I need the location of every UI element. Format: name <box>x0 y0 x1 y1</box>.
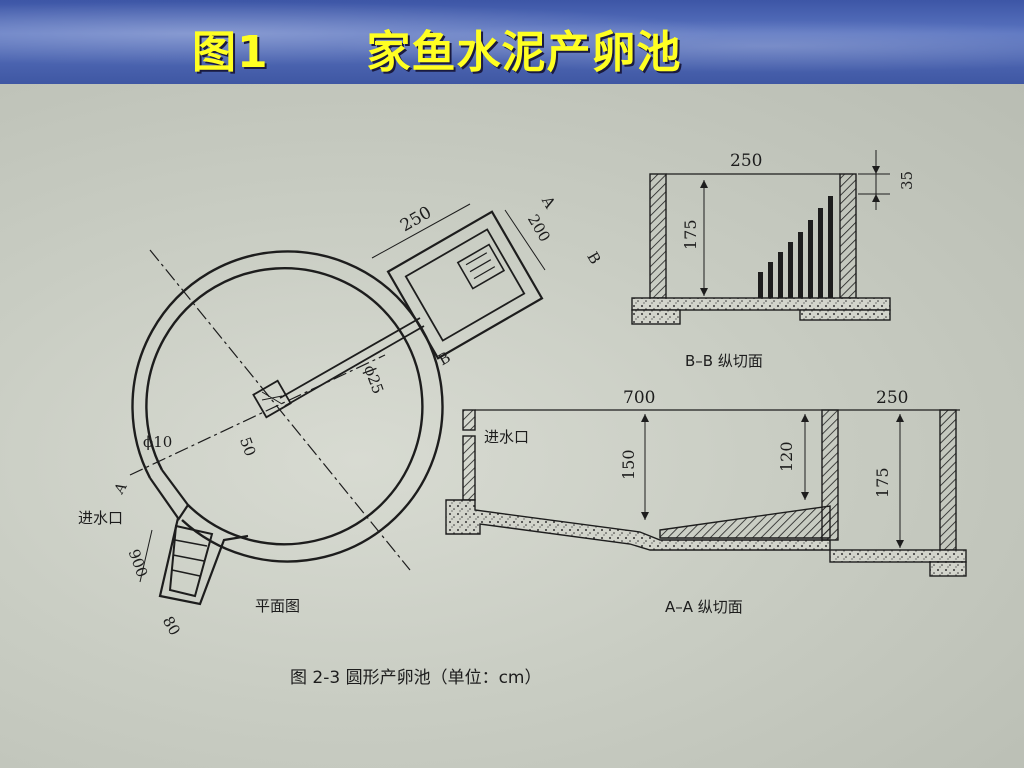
bb-dim-250: 250 <box>730 151 762 171</box>
slide-header: 图1 家鱼水泥产卵池 <box>0 0 1024 84</box>
plan-dim-80: 80 <box>159 613 184 639</box>
bb-dim-175: 175 <box>681 219 700 250</box>
aa-dim-700: 700 <box>623 388 655 408</box>
aa-dim-175: 175 <box>873 467 892 498</box>
bb-dim-35: 35 <box>898 171 916 190</box>
plan-section-a-top: A <box>538 192 560 211</box>
figure-caption: 图 2-3 圆形产卵池（单位：cm） <box>290 668 541 688</box>
plan-caption: 平面图 <box>255 597 300 615</box>
plan-dim-250: 250 <box>397 203 435 237</box>
slide-title: 图1 家鱼水泥产卵池 <box>192 27 682 78</box>
plan-inlet-label: 进水口 <box>78 509 123 527</box>
plan-section-b-top: B <box>583 249 604 268</box>
aa-dim-150: 150 <box>619 449 638 480</box>
plan-dim-d10: ϕ10 <box>143 433 172 451</box>
plan-dim-200: 200 <box>524 211 554 245</box>
section-bb-view: 250 175 35 B–B 纵切面 <box>631 150 916 370</box>
aa-dim-120: 120 <box>777 441 796 472</box>
section-aa-view: 700 250 进水口 150 120 175 A–A 纵切面 <box>445 388 967 616</box>
plan-dim-50: 50 <box>236 435 259 459</box>
bb-caption: B–B 纵切面 <box>685 352 763 370</box>
aa-dim-250: 250 <box>876 388 908 408</box>
aa-caption: A–A 纵切面 <box>665 598 743 616</box>
plan-section-a-bottom: A <box>111 479 131 497</box>
plan-dim-d25: ϕ25 <box>360 363 387 397</box>
plan-view: 250 200 A B B ϕ25 50 ϕ10 A 进水口 900 80 平面… <box>78 192 604 639</box>
aa-inlet-label: 进水口 <box>484 428 529 446</box>
